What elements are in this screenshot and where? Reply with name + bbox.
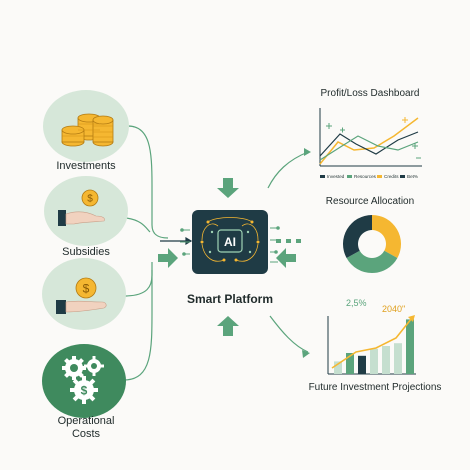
dash-1 [276, 239, 281, 243]
third-input-circle: $ [42, 258, 126, 330]
hand-coin-icon: $ [58, 189, 105, 226]
donut-slice-1 [346, 250, 398, 273]
svg-text:$: $ [83, 282, 90, 296]
investments-label: Investments [56, 160, 116, 172]
subsidies-circle: $ [44, 176, 128, 246]
chip-text: AI [224, 235, 236, 249]
arrow-right-left [158, 248, 178, 268]
to-dashboard-connector [267, 151, 309, 189]
arrow-down-top [217, 178, 239, 198]
donut-slice-2 [343, 215, 372, 258]
projection-trend-line [331, 317, 413, 369]
arrowhead-dashboard [304, 148, 311, 156]
arrowhead-projections [302, 350, 310, 358]
projection-bar-1 [346, 353, 354, 374]
operational-connector [123, 270, 153, 381]
coin-stack-icon [61, 113, 114, 147]
projections-title: Future Investment Projections [308, 382, 442, 393]
projection-annotation-left: 2,5% [346, 298, 367, 308]
legend-resources: Resources [347, 174, 376, 179]
legend-invested: Invested [320, 174, 344, 179]
projection-annotation-right: 2040" [382, 304, 406, 314]
projection-trend-arrowhead [408, 315, 415, 322]
svg-text:$: $ [87, 194, 93, 205]
to-projections-connector [269, 315, 309, 353]
projection-bar-5 [394, 343, 402, 374]
ai-chip: AI [180, 210, 280, 274]
svg-text:$: $ [81, 384, 88, 398]
resource-allocation-title: Resource Allocation [325, 196, 415, 207]
projection-bar-0 [334, 361, 342, 374]
arrow-up-bottom [217, 316, 239, 336]
arrow-left-right [276, 248, 296, 268]
subsidies-connector [125, 217, 151, 233]
legend-credits: Credits [377, 174, 399, 179]
hand-coin-icon: $ [56, 277, 107, 314]
third-input-connector [123, 262, 153, 297]
dash-2 [286, 239, 291, 243]
resource-allocation-donut [343, 215, 401, 273]
donut-slice-0 [372, 215, 401, 258]
operational-costs-label: Operational Costs [57, 415, 115, 440]
investments-connector [127, 125, 169, 239]
profit-loss-chart [319, 108, 422, 167]
dash-3 [296, 239, 301, 243]
projection-bar-3 [370, 348, 378, 374]
platform-label: Smart Platform [186, 292, 274, 306]
gears-dollar-icon: $ [62, 356, 104, 404]
future-projections-chart [327, 315, 416, 375]
subsidies-label: Subsidies [62, 246, 110, 258]
projection-bar-2 [358, 355, 366, 374]
operational-costs-circle: $ [42, 344, 126, 418]
investments-circle [43, 90, 129, 162]
projection-bar-4 [382, 346, 390, 374]
projection-bar-6 [406, 319, 414, 374]
legend-bet: Bet% [400, 174, 418, 179]
dashboard-title: Profit/Loss Dashboard [320, 88, 420, 99]
